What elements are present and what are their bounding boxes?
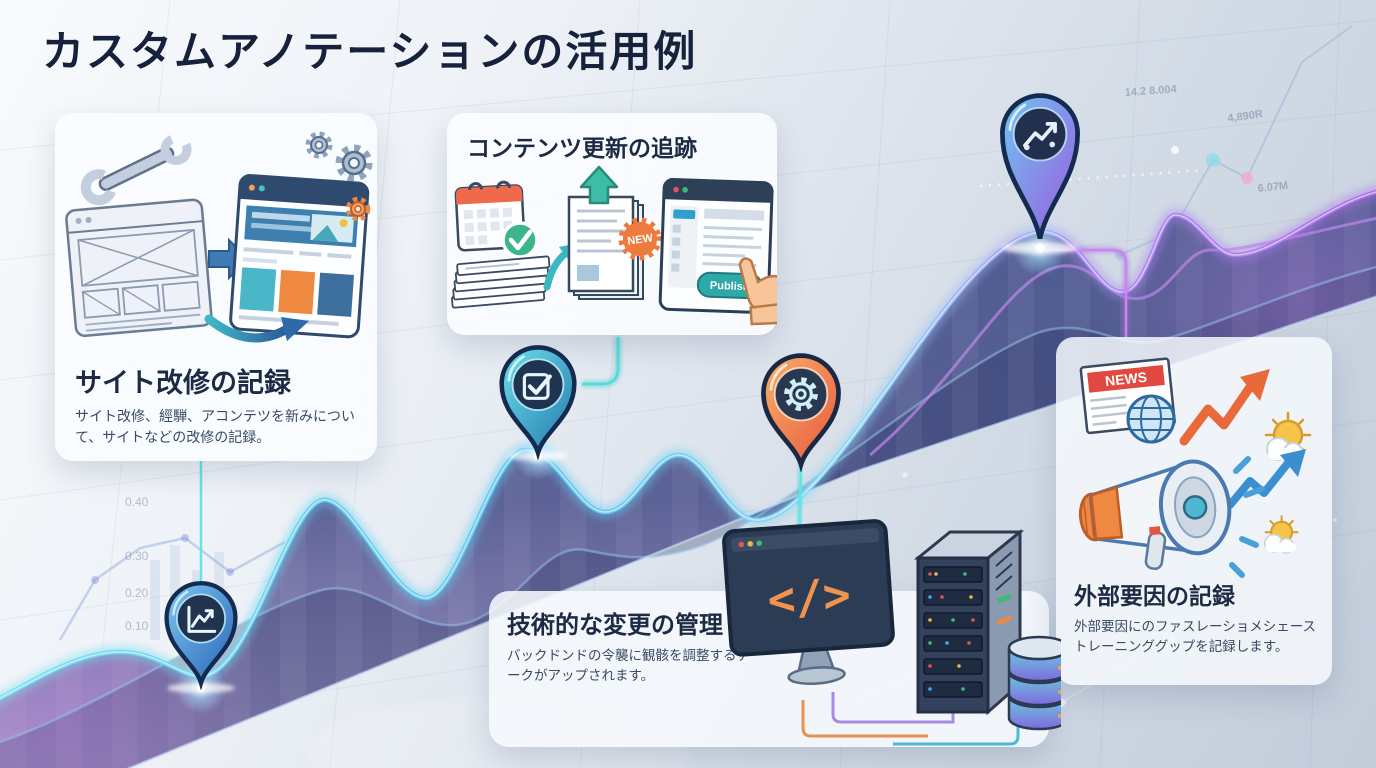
- code-icon: </>: [766, 567, 853, 627]
- sound-dashes: [1229, 456, 1265, 578]
- hand-cursor-icon: [738, 257, 777, 326]
- paper-stack-icon: [451, 255, 551, 309]
- curved-arrow-icon: [204, 314, 309, 343]
- svg-text:0.40: 0.40: [125, 495, 149, 509]
- svg-text:4,890R: 4,890R: [1227, 108, 1264, 125]
- globe-icon: [1126, 394, 1176, 444]
- checkbox-icon: [522, 373, 552, 400]
- finished-browser: [229, 174, 370, 339]
- faint-axis-ticks: 0.40 0.30 0.20 0.10: [125, 495, 149, 633]
- content-updates-illustration: NEW Publish: [451, 165, 777, 326]
- card-external-heading: 外部要因の記録: [1074, 583, 1235, 609]
- external-factors-illustration: NEWS: [1078, 357, 1312, 578]
- trend-arrow-icon: [1023, 121, 1057, 151]
- check-circle-icon: [501, 221, 539, 259]
- card-content-heading: コンテンツ更新の追跡: [467, 135, 697, 161]
- site-renovation-illustration: [65, 131, 373, 343]
- trend-up-blue-icon: [1226, 449, 1306, 509]
- new-badge: NEW: [618, 217, 662, 261]
- card-site-body: サイト改修、經騨、アコンテツを新みについて、サイトなどの改修の記録。: [75, 408, 355, 445]
- svg-text:14.2 8.004: 14.2 8.004: [1124, 83, 1178, 99]
- svg-text:0.10: 0.10: [125, 619, 149, 633]
- trend-up-orange-icon: [1179, 369, 1270, 446]
- up-arrow-icon: [579, 165, 619, 205]
- technical-changes-illustration: </>: [722, 519, 1061, 746]
- card-external-factors: NEWS: [1056, 337, 1332, 685]
- gear-icon: [784, 377, 818, 411]
- line-chart-icon: [187, 605, 217, 633]
- page-title: カスタムアノテーションの活用例: [42, 28, 698, 75]
- svg-text:NEW: NEW: [627, 232, 655, 248]
- wireframe-browser: [65, 198, 213, 338]
- card-technical-heading: 技術的な変更の管理: [507, 612, 723, 639]
- svg-text:Publish: Publish: [710, 280, 750, 293]
- svg-text:NEWS: NEWS: [1104, 369, 1147, 389]
- svg-text:0.30: 0.30: [125, 549, 149, 563]
- pin-site-renovation: [164, 581, 238, 690]
- pin-content-updates: [499, 345, 577, 460]
- card-technical-body: バックドンドの令襲に観骸を調整するデークがアップされます。: [507, 648, 750, 684]
- server-leds: [928, 572, 975, 691]
- wrench-icon: [80, 134, 192, 206]
- card-content-updates: コンテンツ更新の追跡: [447, 113, 777, 335]
- pin-technical-changes: [761, 353, 841, 472]
- svg-text:6.07M: 6.07M: [1257, 180, 1289, 195]
- monitor-icon: </>: [722, 519, 895, 686]
- gear-icon: [305, 131, 373, 182]
- sun-cloud-small-icon: [1264, 515, 1299, 554]
- card-site-heading: サイト改修の記録: [75, 368, 291, 398]
- megaphone-icon: [1078, 459, 1232, 570]
- pin-external-factors: [1000, 93, 1080, 240]
- svg-text:0.20: 0.20: [125, 586, 149, 600]
- wires: [801, 692, 1020, 746]
- database-icon: [1007, 635, 1061, 731]
- card-external-body: 外部要因にのファスレーショメシェーストレーニンググップを記録します。: [1074, 619, 1317, 655]
- card-site-renovation: サイト改修の記録 サイト改修、經騨、アコンテツを新みについて、サイトなどの改修の…: [55, 113, 377, 461]
- gear-orange-icon: [345, 196, 371, 222]
- server-icon: [913, 528, 1025, 716]
